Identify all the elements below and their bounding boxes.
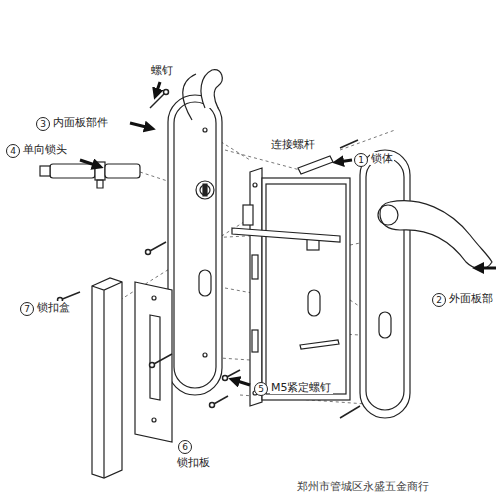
- strike-plate: [135, 282, 172, 442]
- latch-bolt: [243, 205, 253, 225]
- part-name: 锁体: [370, 152, 394, 165]
- part-name: 锁扣板: [176, 456, 211, 469]
- callout-number: 7: [20, 302, 34, 316]
- callout-number: 2: [432, 293, 446, 307]
- part-name: M5紧定螺钉: [270, 381, 333, 394]
- inner-handle: [201, 70, 222, 108]
- watermark: 郑州市管城区永盛五金商行: [296, 480, 430, 493]
- lock-body: [262, 178, 350, 400]
- part-name: 外面板部: [448, 292, 494, 305]
- callout-number: 5: [254, 382, 268, 396]
- part-name: 连接螺杆: [270, 138, 316, 151]
- callout-number: 4: [6, 144, 20, 158]
- outer-keyhole: [379, 312, 391, 338]
- inner-keyhole: [199, 270, 211, 296]
- part-name: 螺钉: [150, 64, 174, 77]
- outer-panel: [360, 150, 410, 418]
- spindle: [232, 228, 340, 242]
- inner-panel: [168, 95, 222, 395]
- callout-number: 3: [36, 117, 50, 131]
- connecting-rod: [298, 156, 333, 174]
- lock-faceplate: [250, 168, 262, 406]
- callout-number: 6: [178, 440, 192, 454]
- part-name: 单向锁头: [22, 143, 68, 156]
- part-name: 内面板部件: [52, 116, 109, 129]
- lock-cylinder: [40, 162, 140, 188]
- part-name: 锁扣盒: [36, 301, 71, 314]
- callout-number: 1: [354, 153, 368, 167]
- strike-box: [92, 278, 122, 478]
